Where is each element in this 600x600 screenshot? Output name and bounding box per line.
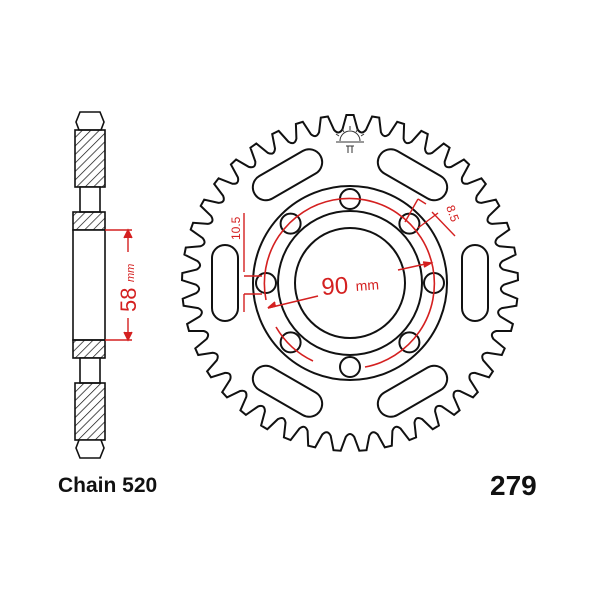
- bolt-hole: [339, 356, 361, 378]
- lightening-slot: [251, 148, 324, 202]
- bolt-hole: [279, 331, 302, 354]
- lightening-slots: [211, 148, 489, 418]
- side-bore: [72, 229, 106, 341]
- bolt-hole: [279, 212, 302, 235]
- bore-dimension: [105, 228, 133, 342]
- side-tooth-top: [75, 111, 105, 131]
- hole-diameter-dimension: [404, 198, 456, 237]
- lightening-slot: [376, 364, 449, 418]
- bolt-hole: [398, 331, 421, 354]
- side-tooth-bottom: [75, 439, 105, 459]
- chain-label: Chain 520: [58, 474, 158, 497]
- lightening-slot: [211, 244, 239, 322]
- hub-outer-ring: [252, 185, 448, 381]
- hole-diameter-value: 8.5: [443, 203, 462, 224]
- lightening-slot: [251, 364, 324, 418]
- pcd-unit: mm: [355, 276, 379, 294]
- center-bore: [294, 227, 406, 339]
- lightening-slot: [376, 148, 449, 202]
- side-hatch-bottom: [74, 382, 106, 441]
- pcd-value: 90: [321, 272, 350, 301]
- front-view: [180, 114, 520, 452]
- part-number: 279: [490, 470, 537, 501]
- bore-value: 58: [116, 288, 141, 312]
- hub-inner-ring: [277, 210, 423, 356]
- bolt-hole: [255, 272, 277, 294]
- sprocket-teeth-outline: [180, 114, 520, 452]
- lightening-slot: [461, 244, 489, 322]
- brand-logo-icon: [335, 126, 365, 153]
- hole-spacing-dimension: [243, 213, 262, 312]
- side-hatch-lower-hub: [72, 339, 106, 359]
- pcd-dimension: [263, 197, 436, 368]
- side-hatch-upper-hub: [72, 211, 106, 231]
- side-hatch-top: [74, 129, 106, 188]
- bore-unit: mm: [125, 264, 137, 282]
- hole-spacing-value: 10.5: [229, 216, 243, 240]
- side-view: [72, 111, 106, 459]
